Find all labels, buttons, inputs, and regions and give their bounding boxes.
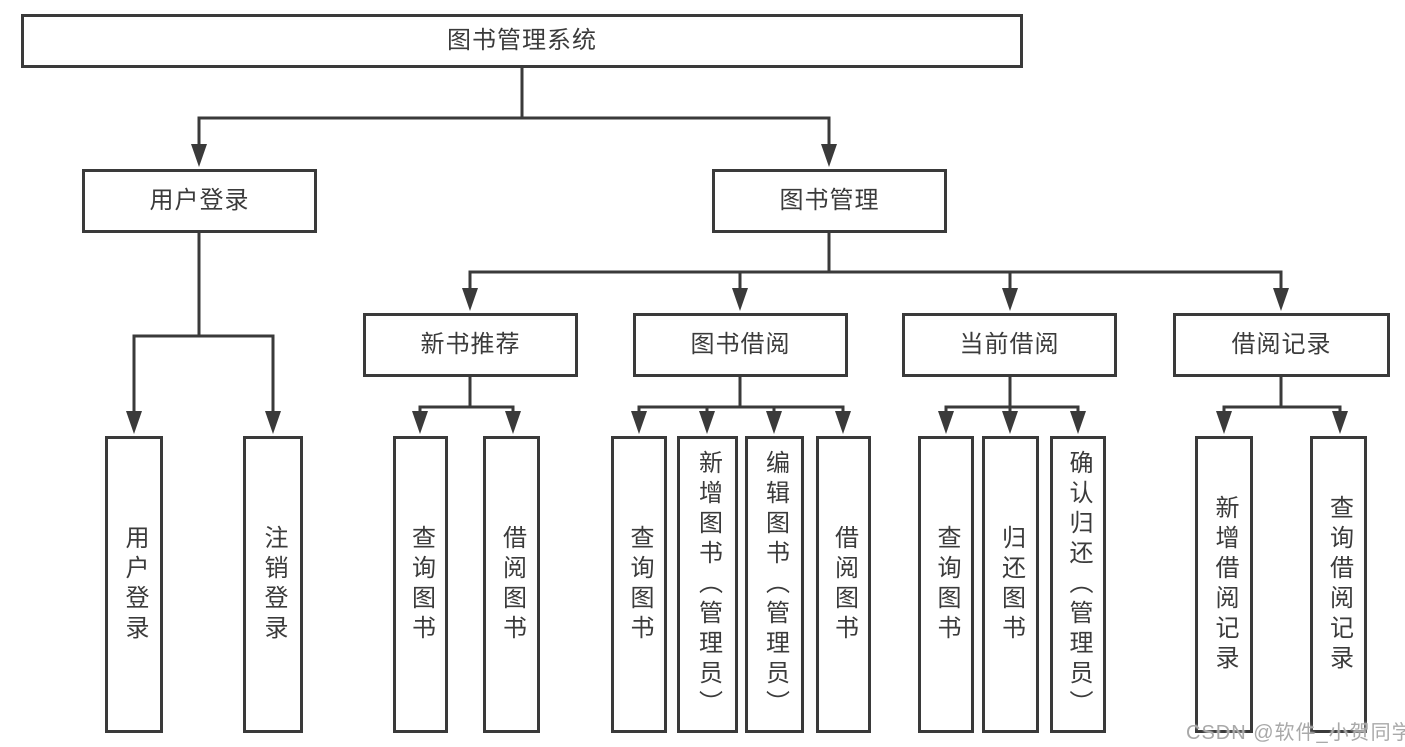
node-leaf-bb-add-book: 新增图书（管理员）	[677, 436, 738, 733]
node-leaf-bb-query-book-label: 查询图书	[626, 524, 653, 645]
node-root: 图书管理系统	[21, 14, 1023, 68]
node-leaf-cb-confirm-return-label: 确认归还（管理员）	[1065, 449, 1092, 720]
node-leaf-logout-label: 注销登录	[260, 524, 287, 645]
node-leaf-bb-borrow-book-label: 借阅图书	[830, 524, 858, 645]
node-leaf-nb-query-book-label: 查询图书	[407, 524, 435, 645]
node-leaf-cb-query-book: 查询图书	[918, 436, 974, 733]
arrowhead	[1273, 288, 1289, 311]
node-leaf-br-query-record: 查询借阅记录	[1310, 436, 1367, 733]
node-leaf-br-query-record-label: 查询借阅记录	[1325, 494, 1353, 675]
arrowhead	[191, 144, 207, 167]
node-leaf-br-add-record: 新增借阅记录	[1195, 436, 1253, 733]
arrowhead	[821, 144, 837, 167]
node-leaf-cb-return-book: 归还图书	[982, 436, 1039, 733]
node-leaf-nb-query-book: 查询图书	[393, 436, 448, 733]
node-borrow-record: 借阅记录	[1173, 313, 1390, 377]
node-leaf-bb-edit-book: 编辑图书（管理员）	[745, 436, 804, 733]
node-new-book-rec: 新书推荐	[363, 313, 578, 377]
arrowhead	[938, 411, 954, 434]
node-leaf-cb-return-book-label: 归还图书	[997, 524, 1025, 645]
arrowhead	[699, 411, 715, 434]
node-leaf-bb-borrow-book: 借阅图书	[816, 436, 871, 733]
node-borrow-record-label: 借阅记录	[1231, 331, 1332, 358]
node-leaf-user-login: 用户登录	[105, 436, 163, 733]
node-leaf-br-add-record-label: 新增借阅记录	[1211, 494, 1238, 675]
arrowhead	[505, 411, 521, 434]
arrowhead	[126, 411, 142, 434]
node-new-book-rec-label: 新书推荐	[420, 331, 521, 358]
node-leaf-bb-add-book-label: 新增图书（管理员）	[694, 449, 722, 720]
arrowhead	[1332, 411, 1348, 434]
csdn-watermark: CSDN @软件_小贺同学	[1186, 722, 1405, 744]
node-leaf-bb-query-book: 查询图书	[611, 436, 667, 733]
node-book-borrow-label: 图书借阅	[690, 331, 791, 358]
node-book-management: 图书管理	[712, 169, 947, 233]
arrowhead	[265, 411, 281, 434]
arrowhead	[1070, 411, 1086, 434]
node-root-label: 图书管理系统	[447, 27, 597, 54]
arrowhead	[631, 411, 647, 434]
arrowhead	[732, 288, 748, 311]
arrowhead	[766, 411, 782, 434]
node-current-borrow-label: 当前借阅	[959, 331, 1060, 358]
node-book-borrow: 图书借阅	[633, 313, 848, 377]
node-user-login-label: 用户登录	[149, 187, 250, 214]
arrowhead	[462, 288, 478, 311]
arrowhead	[412, 411, 428, 434]
node-current-borrow: 当前借阅	[902, 313, 1117, 377]
node-leaf-cb-confirm-return: 确认归还（管理员）	[1050, 436, 1106, 733]
arrowhead	[835, 411, 851, 434]
node-user-login: 用户登录	[82, 169, 317, 233]
arrowhead	[1002, 288, 1018, 311]
arrowhead	[1216, 411, 1232, 434]
node-leaf-bb-edit-book-label: 编辑图书（管理员）	[761, 449, 789, 720]
node-leaf-nb-borrow-book-label: 借阅图书	[498, 524, 526, 645]
arrowhead	[1002, 411, 1018, 434]
node-leaf-logout: 注销登录	[243, 436, 303, 733]
node-book-management-label: 图书管理	[779, 187, 880, 214]
node-leaf-cb-query-book-label: 查询图书	[933, 524, 960, 645]
node-leaf-nb-borrow-book: 借阅图书	[483, 436, 540, 733]
node-leaf-user-login-label: 用户登录	[121, 524, 148, 645]
